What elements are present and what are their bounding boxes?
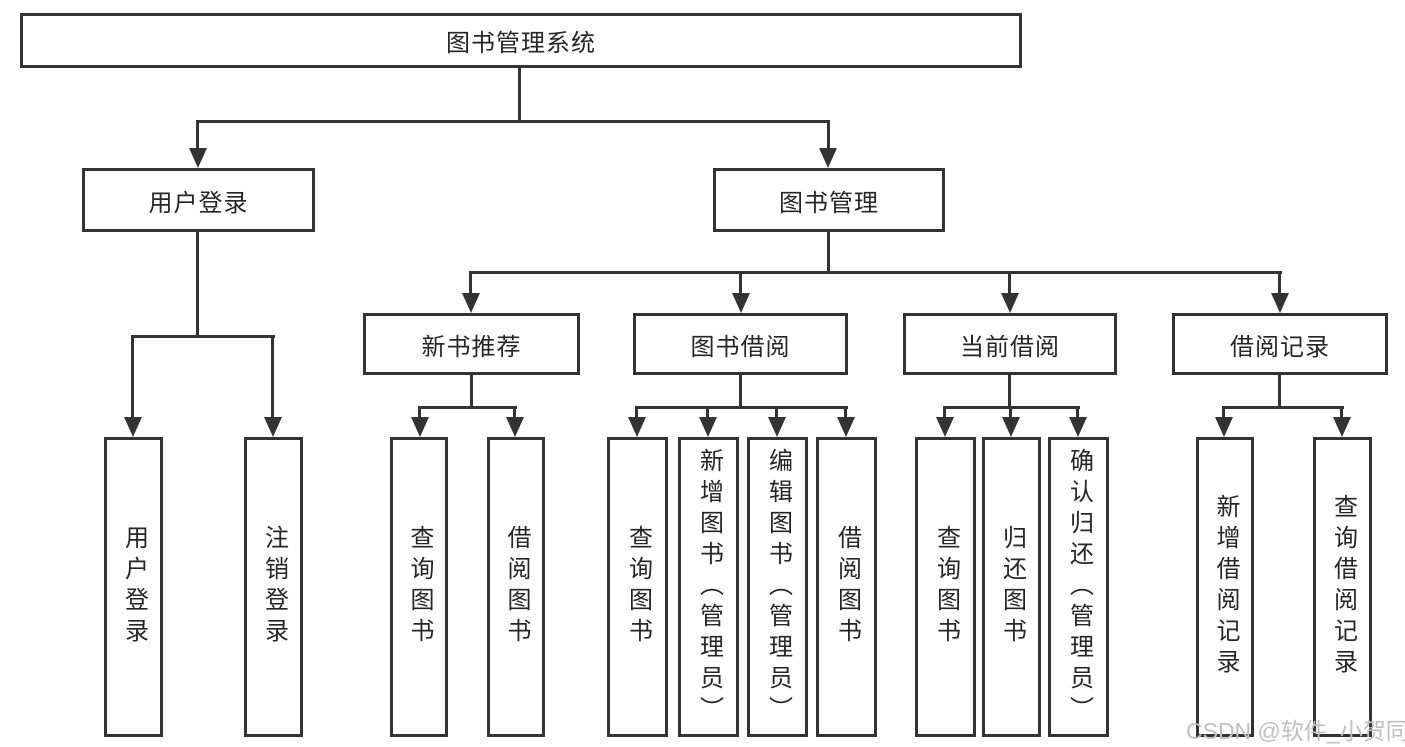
connector-mgmt-records-shaft bbox=[1278, 271, 1281, 297]
connector-mgmt-current-shaft bbox=[1008, 271, 1011, 297]
connector-rec-leaf1-shaft bbox=[418, 406, 421, 420]
csdn-watermark: CSDN @软件_小贺同学 bbox=[1186, 718, 1405, 744]
arrowhead-login-leaf2 bbox=[264, 417, 282, 437]
arrowhead-records-leaf2 bbox=[1333, 417, 1351, 437]
arrowhead-to-current bbox=[1001, 293, 1019, 313]
connector-borrow-rail bbox=[635, 406, 848, 409]
arrowhead-to-borrow bbox=[732, 293, 750, 313]
node-book-management-label: 图书管理 bbox=[779, 189, 879, 217]
connector-rec-leaf2-shaft bbox=[513, 406, 516, 420]
node-current-borrow-label: 当前借阅 bbox=[960, 333, 1060, 361]
leaf-records-query-record: 查询借阅记录 bbox=[1313, 437, 1372, 737]
connector-borrow-leaf2-shaft bbox=[706, 406, 709, 420]
connector-login-leaf1-shaft bbox=[131, 335, 134, 419]
connector-login-rail bbox=[132, 335, 275, 338]
leaf-user-login-label: 用户登录 bbox=[120, 525, 148, 649]
connector-root-stem bbox=[518, 68, 521, 120]
node-new-book-recommend: 新书推荐 bbox=[363, 313, 580, 375]
arrowhead-borrow-leaf1 bbox=[628, 417, 646, 437]
arrowhead-to-records bbox=[1271, 293, 1289, 313]
connector-records-stem bbox=[1278, 375, 1281, 409]
connector-records-rail bbox=[1223, 406, 1344, 409]
arrowhead-borrow-leaf4 bbox=[837, 417, 855, 437]
leaf-borrow-edit-books-admin: 编辑图书（管理员） bbox=[747, 437, 808, 737]
leaf-user-login: 用户登录 bbox=[104, 437, 163, 737]
leaf-current-return-books: 归还图书 bbox=[982, 437, 1041, 737]
node-book-borrow: 图书借阅 bbox=[633, 313, 848, 375]
node-root-label: 图书管理系统 bbox=[446, 30, 596, 57]
leaf-borrow-edit-books-admin-label: 编辑图书（管理员） bbox=[764, 447, 792, 727]
leaf-records-query-record-label: 查询借阅记录 bbox=[1329, 494, 1357, 680]
connector-borrow-leaf1-shaft bbox=[635, 406, 638, 420]
node-current-borrow: 当前借阅 bbox=[903, 313, 1117, 375]
leaf-recommend-borrow-books: 借阅图书 bbox=[487, 437, 545, 737]
leaf-borrow-borrow-books-label: 借阅图书 bbox=[833, 525, 861, 649]
connector-root-to-mgmt-shaft bbox=[827, 120, 830, 152]
node-book-management: 图书管理 bbox=[713, 168, 945, 232]
node-user-login: 用户登录 bbox=[82, 168, 315, 232]
leaf-current-query-books-label: 查询图书 bbox=[932, 525, 960, 649]
connector-records-leaf2-shaft bbox=[1340, 406, 1343, 420]
node-borrow-records: 借阅记录 bbox=[1172, 313, 1388, 375]
connector-records-leaf1-shaft bbox=[1222, 406, 1225, 420]
arrowhead-records-leaf1 bbox=[1215, 417, 1233, 437]
leaf-recommend-query-books-label: 查询图书 bbox=[406, 525, 433, 649]
leaf-borrow-add-books-admin: 新增图书（管理员） bbox=[678, 437, 739, 737]
connector-root-rail bbox=[197, 120, 830, 123]
arrowhead-to-login bbox=[189, 148, 207, 168]
leaf-current-query-books: 查询图书 bbox=[915, 437, 976, 737]
arrowhead-rec-leaf1 bbox=[411, 417, 429, 437]
leaf-borrow-query-books: 查询图书 bbox=[607, 437, 668, 737]
leaf-borrow-add-books-admin-label: 新增图书（管理员） bbox=[695, 447, 723, 727]
leaf-recommend-borrow-books-label: 借阅图书 bbox=[503, 525, 530, 649]
arrowhead-current-leaf2 bbox=[1002, 417, 1020, 437]
connector-current-rail bbox=[944, 406, 1080, 409]
node-user-login-label: 用户登录 bbox=[148, 189, 249, 217]
connector-mgmt-stem bbox=[827, 232, 830, 273]
connector-mgmt-borrow-shaft bbox=[739, 271, 742, 297]
arrowhead-to-mgmt bbox=[819, 148, 837, 168]
connector-mgmt-rail bbox=[470, 271, 1282, 274]
leaf-current-return-books-label: 归还图书 bbox=[998, 525, 1026, 649]
connector-rec-rail bbox=[419, 406, 517, 409]
leaf-current-confirm-return-admin-label: 确认归还（管理员） bbox=[1065, 447, 1093, 727]
connector-login-leaf2-shaft bbox=[271, 335, 274, 419]
arrowhead-borrow-leaf2 bbox=[699, 417, 717, 437]
leaf-current-confirm-return-admin: 确认归还（管理员） bbox=[1048, 437, 1109, 737]
leaf-records-add-record-label: 新增借阅记录 bbox=[1212, 494, 1239, 680]
connector-current-leaf2-shaft bbox=[1009, 406, 1012, 420]
connector-login-stem bbox=[196, 232, 199, 338]
connector-current-leaf3-shaft bbox=[1076, 406, 1079, 420]
connector-current-stem bbox=[1008, 375, 1011, 409]
node-new-book-recommend-label: 新书推荐 bbox=[421, 333, 522, 361]
arrowhead-login-leaf1 bbox=[124, 417, 142, 437]
leaf-records-add-record: 新增借阅记录 bbox=[1196, 437, 1254, 737]
leaf-logout: 注销登录 bbox=[244, 437, 303, 737]
connector-mgmt-rec-shaft bbox=[469, 271, 472, 297]
connector-borrow-stem bbox=[739, 375, 742, 409]
connector-root-to-login-shaft bbox=[196, 120, 199, 152]
connector-rec-stem bbox=[470, 375, 473, 409]
connector-current-leaf1-shaft bbox=[943, 406, 946, 420]
leaf-logout-label: 注销登录 bbox=[260, 525, 288, 649]
arrowhead-borrow-leaf3 bbox=[768, 417, 786, 437]
node-root-library-system: 图书管理系统 bbox=[20, 13, 1022, 68]
connector-borrow-leaf4-shaft bbox=[844, 406, 847, 420]
leaf-recommend-query-books: 查询图书 bbox=[390, 437, 448, 737]
node-book-borrow-label: 图书借阅 bbox=[690, 333, 791, 361]
arrowhead-rec-leaf2 bbox=[506, 417, 524, 437]
connector-borrow-leaf3-shaft bbox=[775, 406, 778, 420]
node-borrow-records-label: 借阅记录 bbox=[1230, 333, 1330, 361]
arrowhead-current-leaf1 bbox=[936, 417, 954, 437]
leaf-borrow-borrow-books: 借阅图书 bbox=[816, 437, 877, 737]
arrowhead-current-leaf3 bbox=[1069, 417, 1087, 437]
leaf-borrow-query-books-label: 查询图书 bbox=[624, 525, 652, 649]
arrowhead-to-recommend bbox=[462, 293, 480, 313]
